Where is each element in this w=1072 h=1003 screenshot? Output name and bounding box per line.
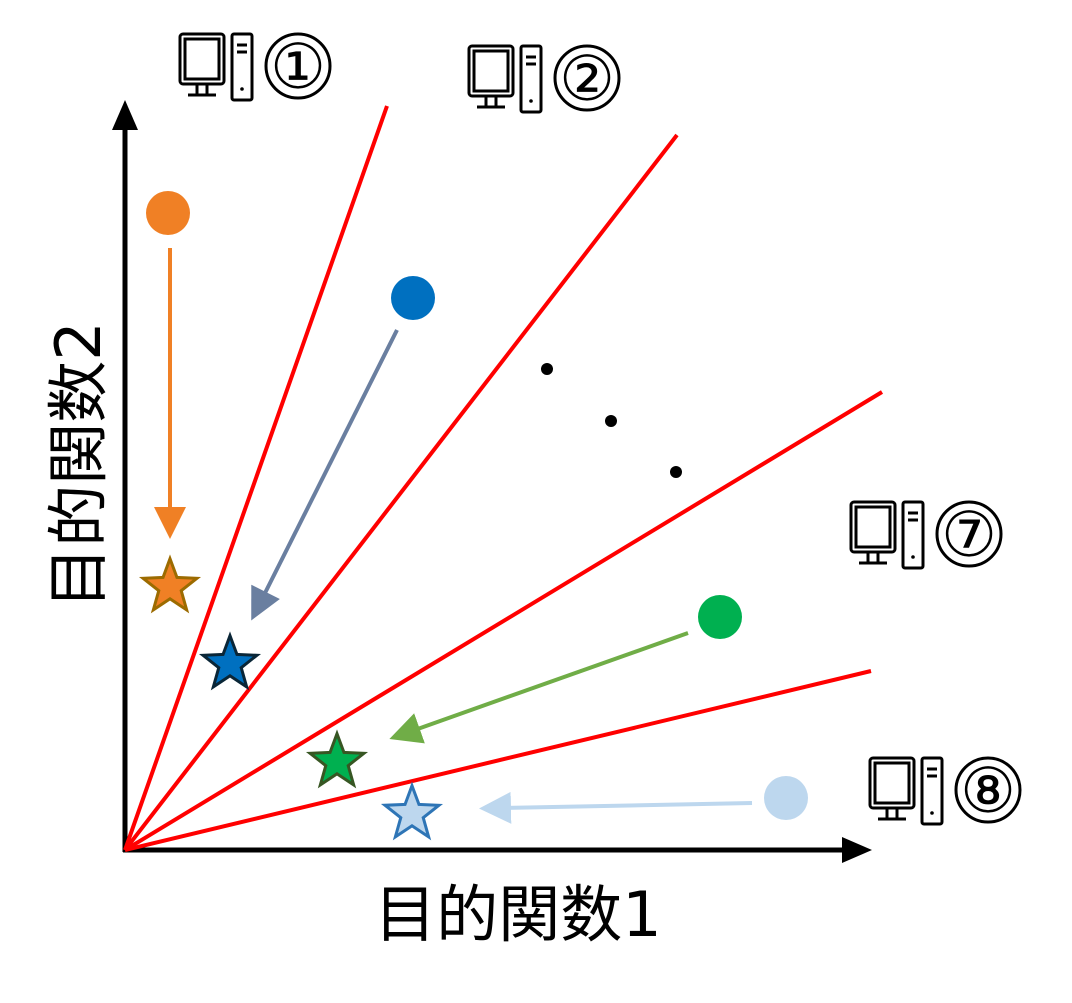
computer-7: ⑦ <box>849 498 1003 571</box>
computer-icon <box>868 756 944 826</box>
ellipsis-dots <box>541 363 682 478</box>
divider-line-3 <box>123 390 884 852</box>
number-circle <box>264 32 332 100</box>
divider-line-4 <box>124 669 872 852</box>
ellipsis-dot <box>670 466 682 478</box>
y-axis-arrowhead <box>112 100 138 130</box>
light-blue-arrow <box>479 791 753 824</box>
computer-icon <box>849 500 925 570</box>
computer-icon <box>178 32 254 102</box>
green-point <box>698 595 742 639</box>
blue-point <box>391 276 435 320</box>
computer-1: ① <box>178 30 332 103</box>
blue-arrow <box>251 329 399 621</box>
orange-point <box>146 191 190 235</box>
light-blue-point <box>764 776 808 820</box>
divider-line-1 <box>123 105 389 851</box>
divider-lines <box>123 105 884 852</box>
computer-number: ① <box>270 30 326 103</box>
ellipsis-dot <box>541 363 553 375</box>
green-arrow <box>389 631 689 744</box>
x-axis-label: 目的関数1 <box>374 878 661 951</box>
number-circle <box>954 756 1022 824</box>
y-axis-label: 目的関数2 <box>42 321 115 608</box>
light-blue-star <box>380 781 444 841</box>
number-circle <box>935 500 1003 568</box>
ellipsis-dot <box>605 415 617 427</box>
orange-star <box>138 554 202 614</box>
blue-star <box>198 631 262 691</box>
x-axis-arrowhead <box>842 837 872 863</box>
computer-icon <box>467 44 543 114</box>
computer-number: ② <box>559 42 615 115</box>
number-circle <box>553 44 621 112</box>
computer-number: ⑦ <box>941 498 997 571</box>
divider-line-2 <box>123 133 679 852</box>
computer-8: ⑧ <box>868 754 1022 827</box>
computer-2: ② <box>467 42 621 115</box>
green-star <box>305 729 369 789</box>
computer-number: ⑧ <box>960 754 1016 827</box>
